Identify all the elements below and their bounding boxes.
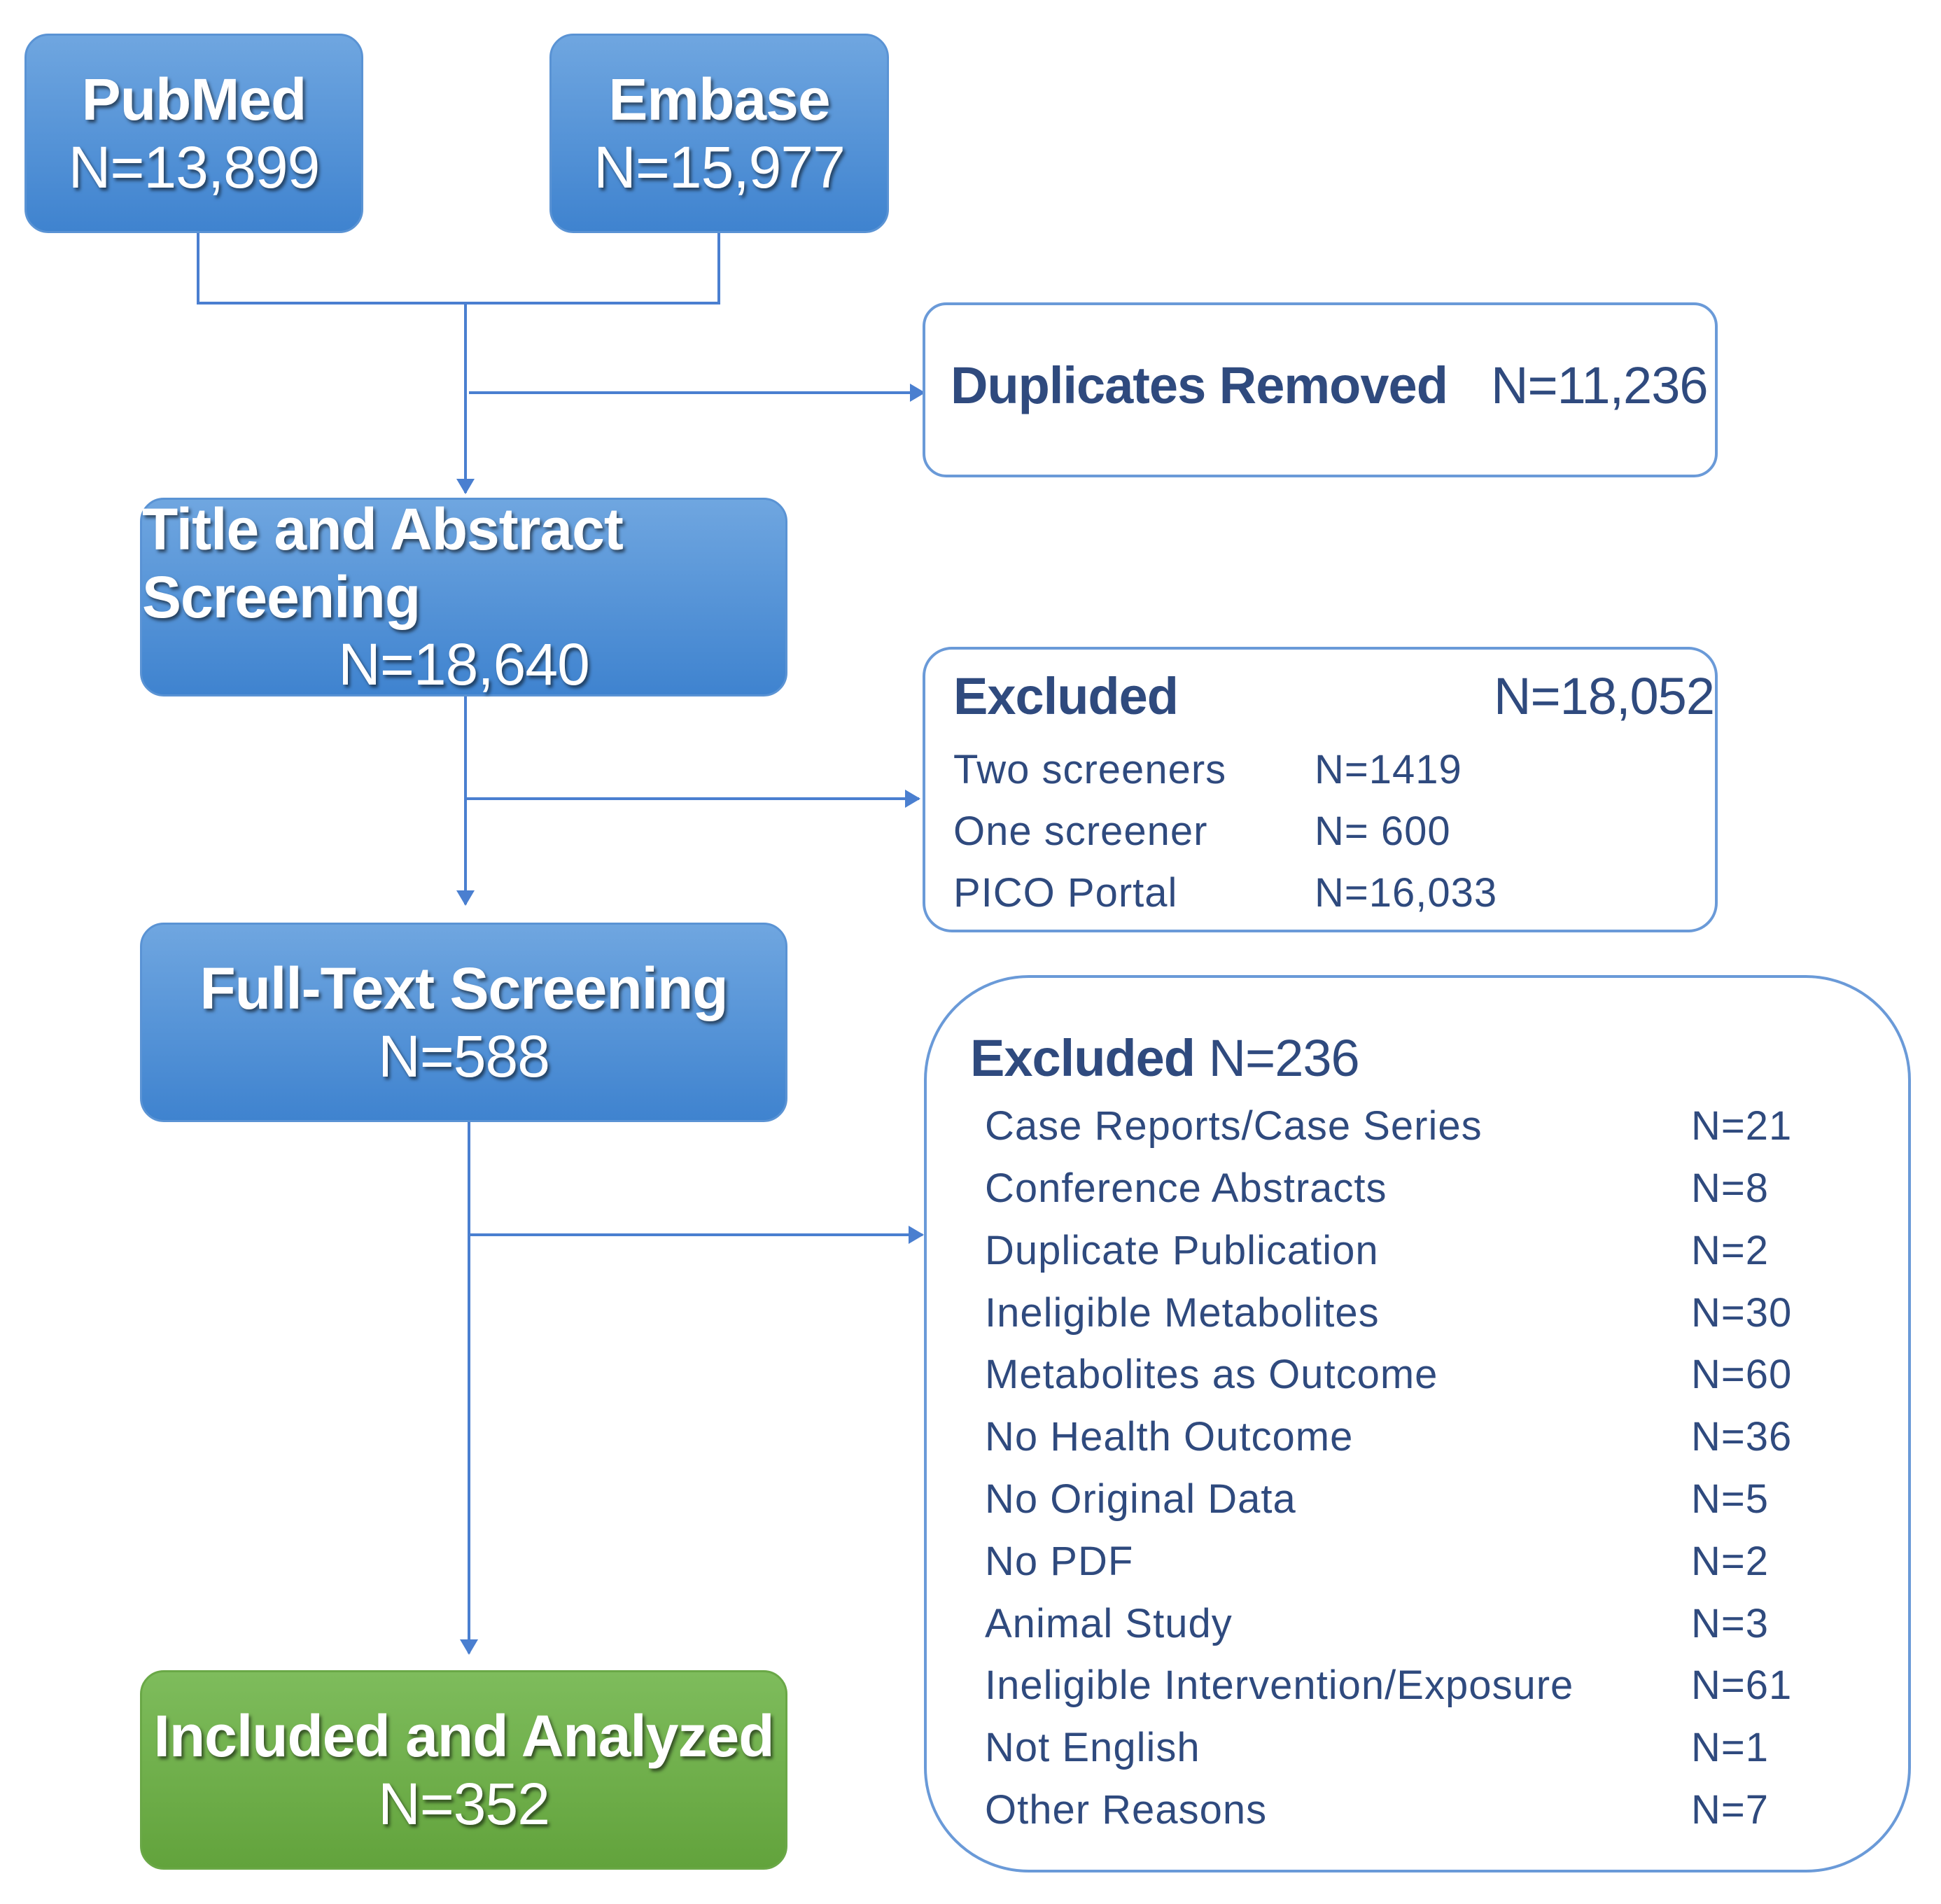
excluded-1-item-count: N= 600 — [1315, 808, 1451, 854]
excluded-2-count: N=236 — [1208, 1029, 1360, 1087]
excluded-2-item-count: N=1 — [1691, 1725, 1770, 1770]
included-label: Included and Analyzed — [153, 1702, 774, 1769]
title-abstract-count: N=18,640 — [338, 631, 590, 698]
excluded-1-label: Excluded — [953, 667, 1179, 725]
excluded-2-item-count: N=8 — [1691, 1166, 1770, 1211]
included-count: N=352 — [378, 1770, 550, 1837]
excluded-2-item-label: No Original Data — [985, 1476, 1296, 1522]
excluded-1-item-label: Two screeners — [953, 747, 1227, 792]
excluded-2-item-count: N=3 — [1691, 1601, 1770, 1646]
excluded-2-item-count: N=30 — [1691, 1290, 1793, 1336]
excluded-2-item-label: Animal Study — [985, 1601, 1233, 1646]
excluded-title-abstract-box: Excluded N=18,052 Two screeners N=1419 O… — [923, 647, 1718, 932]
excluded-2-item-label: Metabolites as Outcome — [985, 1352, 1438, 1397]
full-text-box: Full-Text Screening N=588 — [140, 923, 787, 1122]
duplicates-label: Duplicates Removed — [951, 356, 1448, 414]
included-box: Included and Analyzed N=352 — [140, 1670, 787, 1870]
excluded-2-item-count: N=60 — [1691, 1352, 1793, 1397]
title-abstract-label: Title and Abstract Screening — [142, 496, 624, 630]
merge-line — [197, 233, 720, 304]
excluded-1-count: N=18,052 — [1494, 667, 1715, 725]
full-text-count: N=588 — [378, 1023, 550, 1089]
full-text-label: Full-Text Screening — [199, 955, 728, 1021]
excluded-2-item-count: N=2 — [1691, 1228, 1770, 1273]
excluded-2-item-count: N=21 — [1691, 1103, 1793, 1149]
excluded-2-item-count: N=2 — [1691, 1539, 1770, 1584]
excluded-2-item-label: Not English — [985, 1725, 1200, 1770]
excluded-2-item-label: No Health Outcome — [985, 1414, 1354, 1460]
excluded-2-item-label: Duplicate Publication — [985, 1228, 1379, 1273]
duplicates-count: N=11,236 — [1491, 356, 1708, 414]
embase-box: Embase N=15,977 — [549, 34, 889, 233]
excluded-2-label: Excluded — [970, 1029, 1196, 1087]
excluded-2-item-count: N=61 — [1691, 1662, 1793, 1708]
excluded-2-item-label: Conference Abstracts — [985, 1166, 1387, 1211]
excluded-1-item-count: N=1419 — [1315, 747, 1462, 792]
excluded-2-item-count: N=36 — [1691, 1414, 1793, 1460]
excluded-2-item-label: No PDF — [985, 1539, 1134, 1584]
excluded-1-item-label: PICO Portal — [953, 870, 1178, 916]
excluded-1-item-label: One screener — [953, 808, 1208, 854]
title-abstract-box: Title and Abstract Screening N=18,640 — [140, 496, 787, 698]
excluded-2-item-label: Case Reports/Case Series — [985, 1103, 1483, 1149]
excluded-2-item-label: Ineligible Intervention/Exposure — [985, 1662, 1574, 1708]
excluded-2-item-label: Ineligible Metabolites — [985, 1290, 1380, 1336]
pubmed-count: N=13,899 — [68, 134, 321, 200]
embase-label: Embase — [608, 66, 830, 132]
excluded-1-item-count: N=16,033 — [1315, 870, 1498, 916]
pubmed-box: PubMed N=13,899 — [24, 34, 363, 233]
excluded-2-heading: Excluded N=236 — [970, 1028, 1360, 1088]
excluded-2-item-count: N=7 — [1691, 1787, 1770, 1833]
excluded-2-item-count: N=5 — [1691, 1476, 1770, 1522]
duplicates-removed-box: Duplicates Removed N=11,236 — [923, 302, 1718, 477]
embase-count: N=15,977 — [594, 134, 846, 200]
pubmed-label: PubMed — [81, 66, 307, 132]
excluded-2-item-label: Other Reasons — [985, 1787, 1268, 1833]
excluded-full-text-box: Excluded N=236 Case Reports/Case Series … — [924, 975, 1911, 1872]
